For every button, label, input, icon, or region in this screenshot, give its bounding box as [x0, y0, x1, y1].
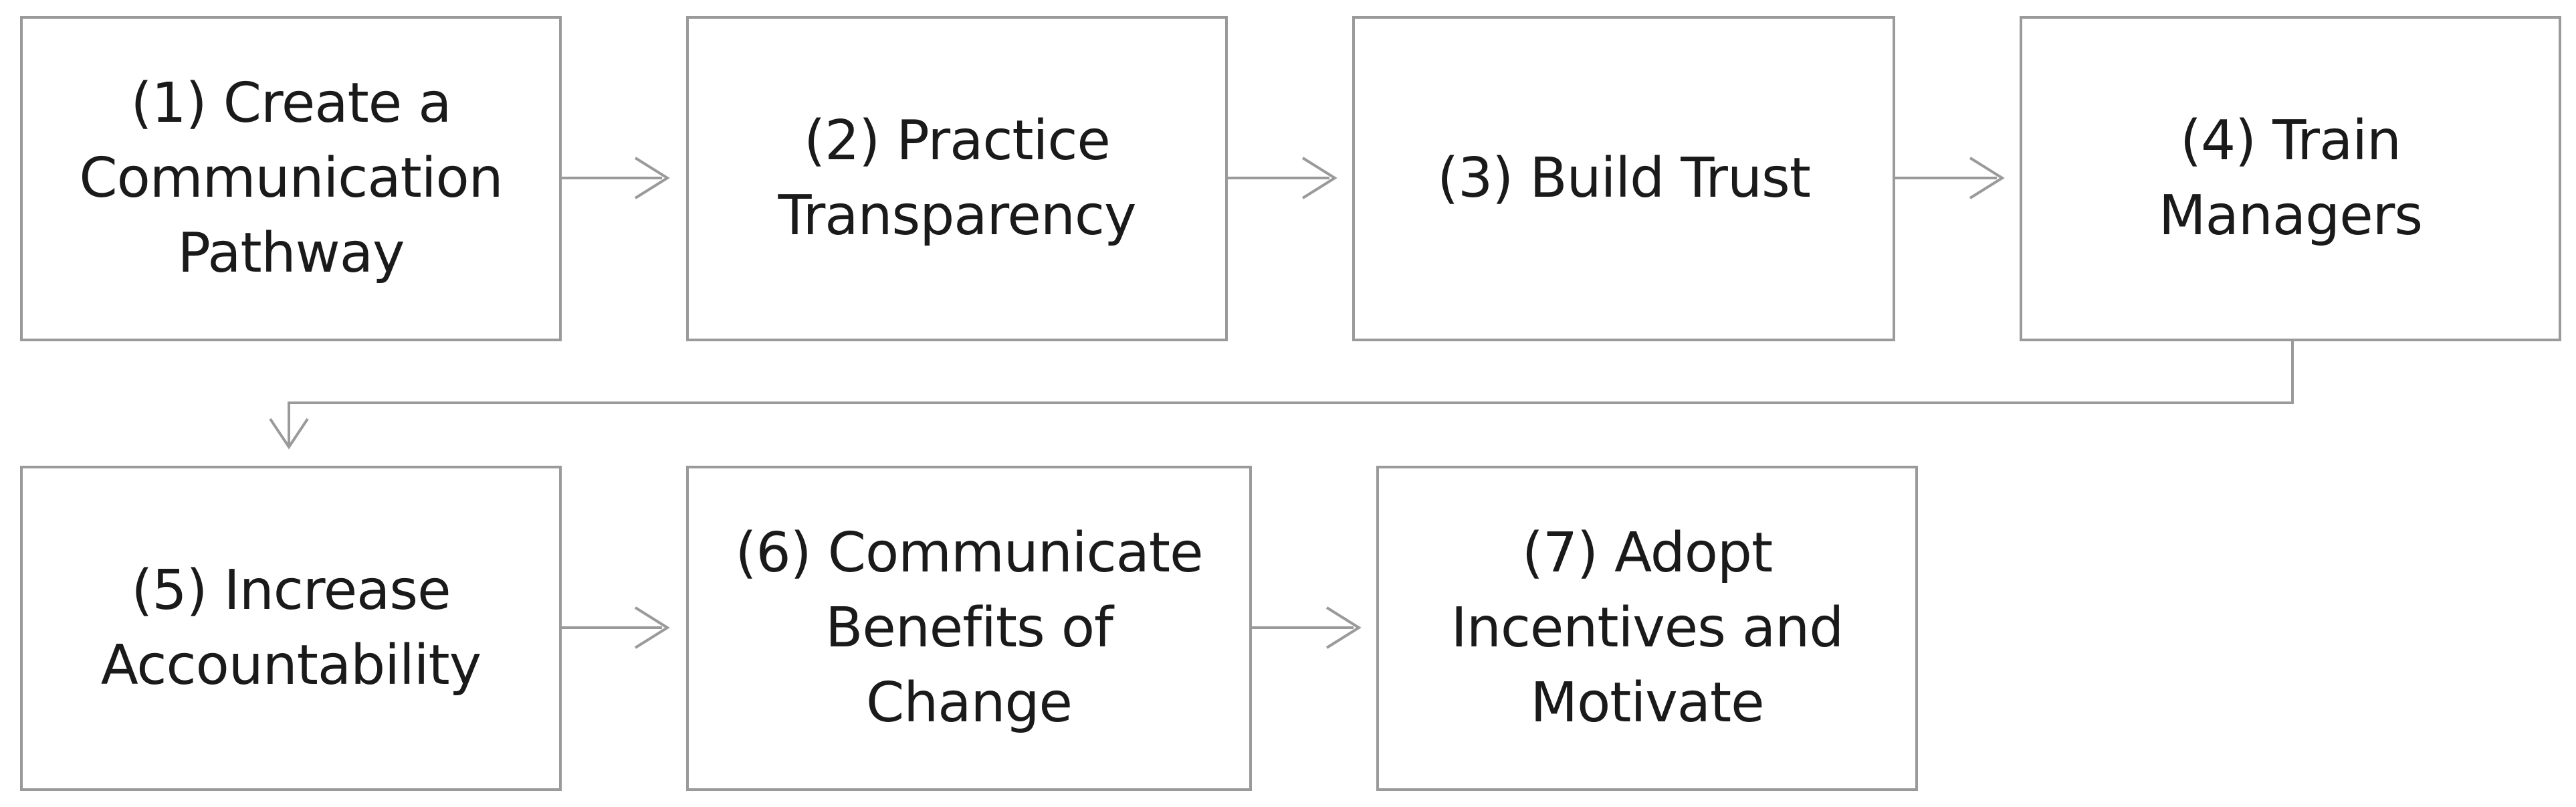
step-box-1: (1) Create a Communication Pathway: [20, 16, 562, 341]
step-box-4: (4) Train Managers: [2020, 16, 2561, 341]
step-label-2: (2) Practice Transparency: [778, 109, 1137, 248]
step-label-3: (3) Build Trust: [1437, 147, 1811, 210]
step-label-5: (5) Increase Accountability: [100, 559, 481, 697]
arrow-3-to-4: [1895, 157, 2005, 199]
step-box-3: (3) Build Trust: [1352, 16, 1895, 341]
arrow-1-to-2: [562, 157, 670, 199]
step-box-5: (5) Increase Accountability: [20, 466, 562, 791]
arrow-2-to-3: [1228, 157, 1337, 199]
arrow-4-to-5: [269, 341, 2294, 450]
step-label-7: (7) Adopt Incentives and Motivate: [1451, 521, 1844, 735]
arrow-6-to-7: [1252, 606, 1362, 649]
arrow-5-to-6: [562, 606, 670, 649]
step-box-2: (2) Practice Transparency: [686, 16, 1228, 341]
step-box-7: (7) Adopt Incentives and Motivate: [1376, 466, 1918, 791]
step-label-4: (4) Train Managers: [2158, 109, 2423, 248]
step-label-6: (6) Communicate Benefits of Change: [735, 521, 1203, 735]
step-box-6: (6) Communicate Benefits of Change: [686, 466, 1252, 791]
step-label-1: (1) Create a Communication Pathway: [79, 72, 503, 285]
